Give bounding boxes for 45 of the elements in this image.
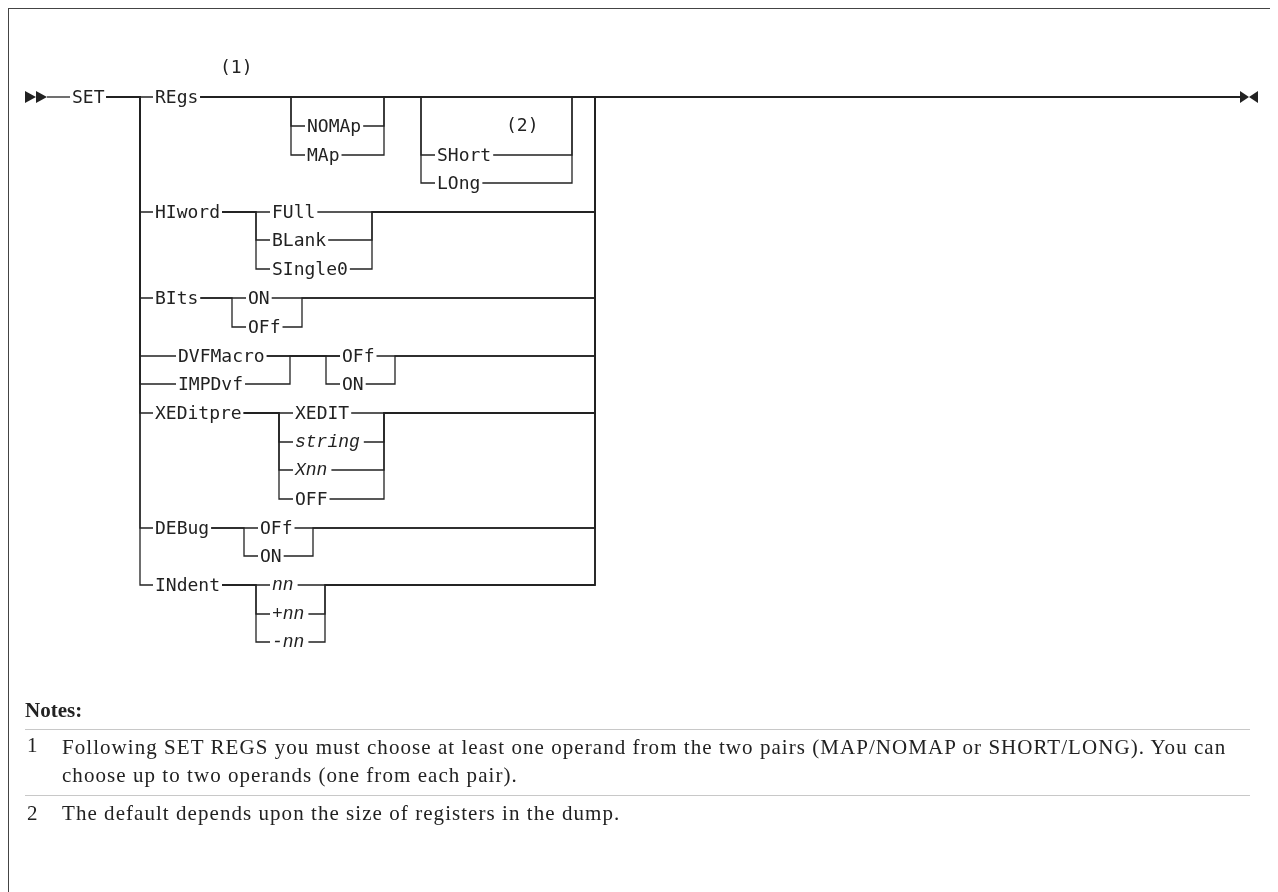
note-text: Following SET REGS you must choose at least one operand from the two pairs (MAP/NOMAP or SHORT/LONG). You can choose up to two operands (one from each pair). (62, 734, 1228, 789)
syntax-variable: Xnn (293, 459, 332, 481)
syntax-keyword: INdent (153, 574, 223, 596)
syntax-keyword: SIngle0 (270, 258, 350, 280)
notes-heading: Notes: (25, 698, 83, 722)
syntax-keyword: DVFMacro (176, 345, 267, 367)
note-number: 1 (27, 733, 38, 757)
footnote-reference: (1) (220, 56, 253, 78)
syntax-keyword: MAp (305, 144, 342, 166)
syntax-keyword: XEDitpre (153, 402, 244, 424)
syntax-line (266, 355, 341, 385)
syntax-keyword: SHort (435, 144, 494, 166)
syntax-variable: -nn (270, 631, 309, 653)
syntax-line (199, 297, 247, 328)
syntax-keyword: NOMAp (305, 115, 364, 137)
syntax-keyword: OFf (340, 345, 377, 367)
syntax-keyword: BLank (270, 229, 329, 251)
syntax-line (210, 527, 259, 557)
syntax-keyword: FUll (270, 201, 318, 223)
note-number: 2 (27, 801, 38, 825)
syntax-line (221, 584, 271, 643)
footnote-reference: (2) (506, 114, 539, 136)
syntax-keyword: LOng (435, 172, 483, 194)
syntax-keyword: XEDIT (293, 402, 352, 424)
syntax-line (46, 96, 71, 98)
syntax-keyword: DEBug (153, 517, 212, 539)
syntax-variable: nn (270, 574, 298, 596)
syntax-keyword: OFF (293, 488, 330, 510)
syntax-variable: +nn (270, 603, 309, 625)
syntax-line (221, 211, 271, 270)
syntax-keyword: BIts (153, 287, 201, 309)
syntax-keyword: OFf (258, 517, 295, 539)
syntax-keyword: IMPDvf (176, 373, 246, 395)
syntax-line (243, 412, 294, 500)
syntax-variable: string (293, 431, 364, 453)
syntax-keyword: ON (246, 287, 272, 309)
syntax-keyword: SET (70, 86, 107, 108)
syntax-keyword: ON (258, 545, 284, 567)
syntax-line (244, 355, 341, 385)
syntax-keyword: REgs (153, 86, 201, 108)
syntax-keyword: HIword (153, 201, 223, 223)
syntax-keyword: ON (340, 373, 366, 395)
note-text: The default depends upon the size of registers in the dump. (62, 801, 622, 825)
start-marker-icon (25, 91, 47, 103)
syntax-keyword: OFf (246, 316, 283, 338)
